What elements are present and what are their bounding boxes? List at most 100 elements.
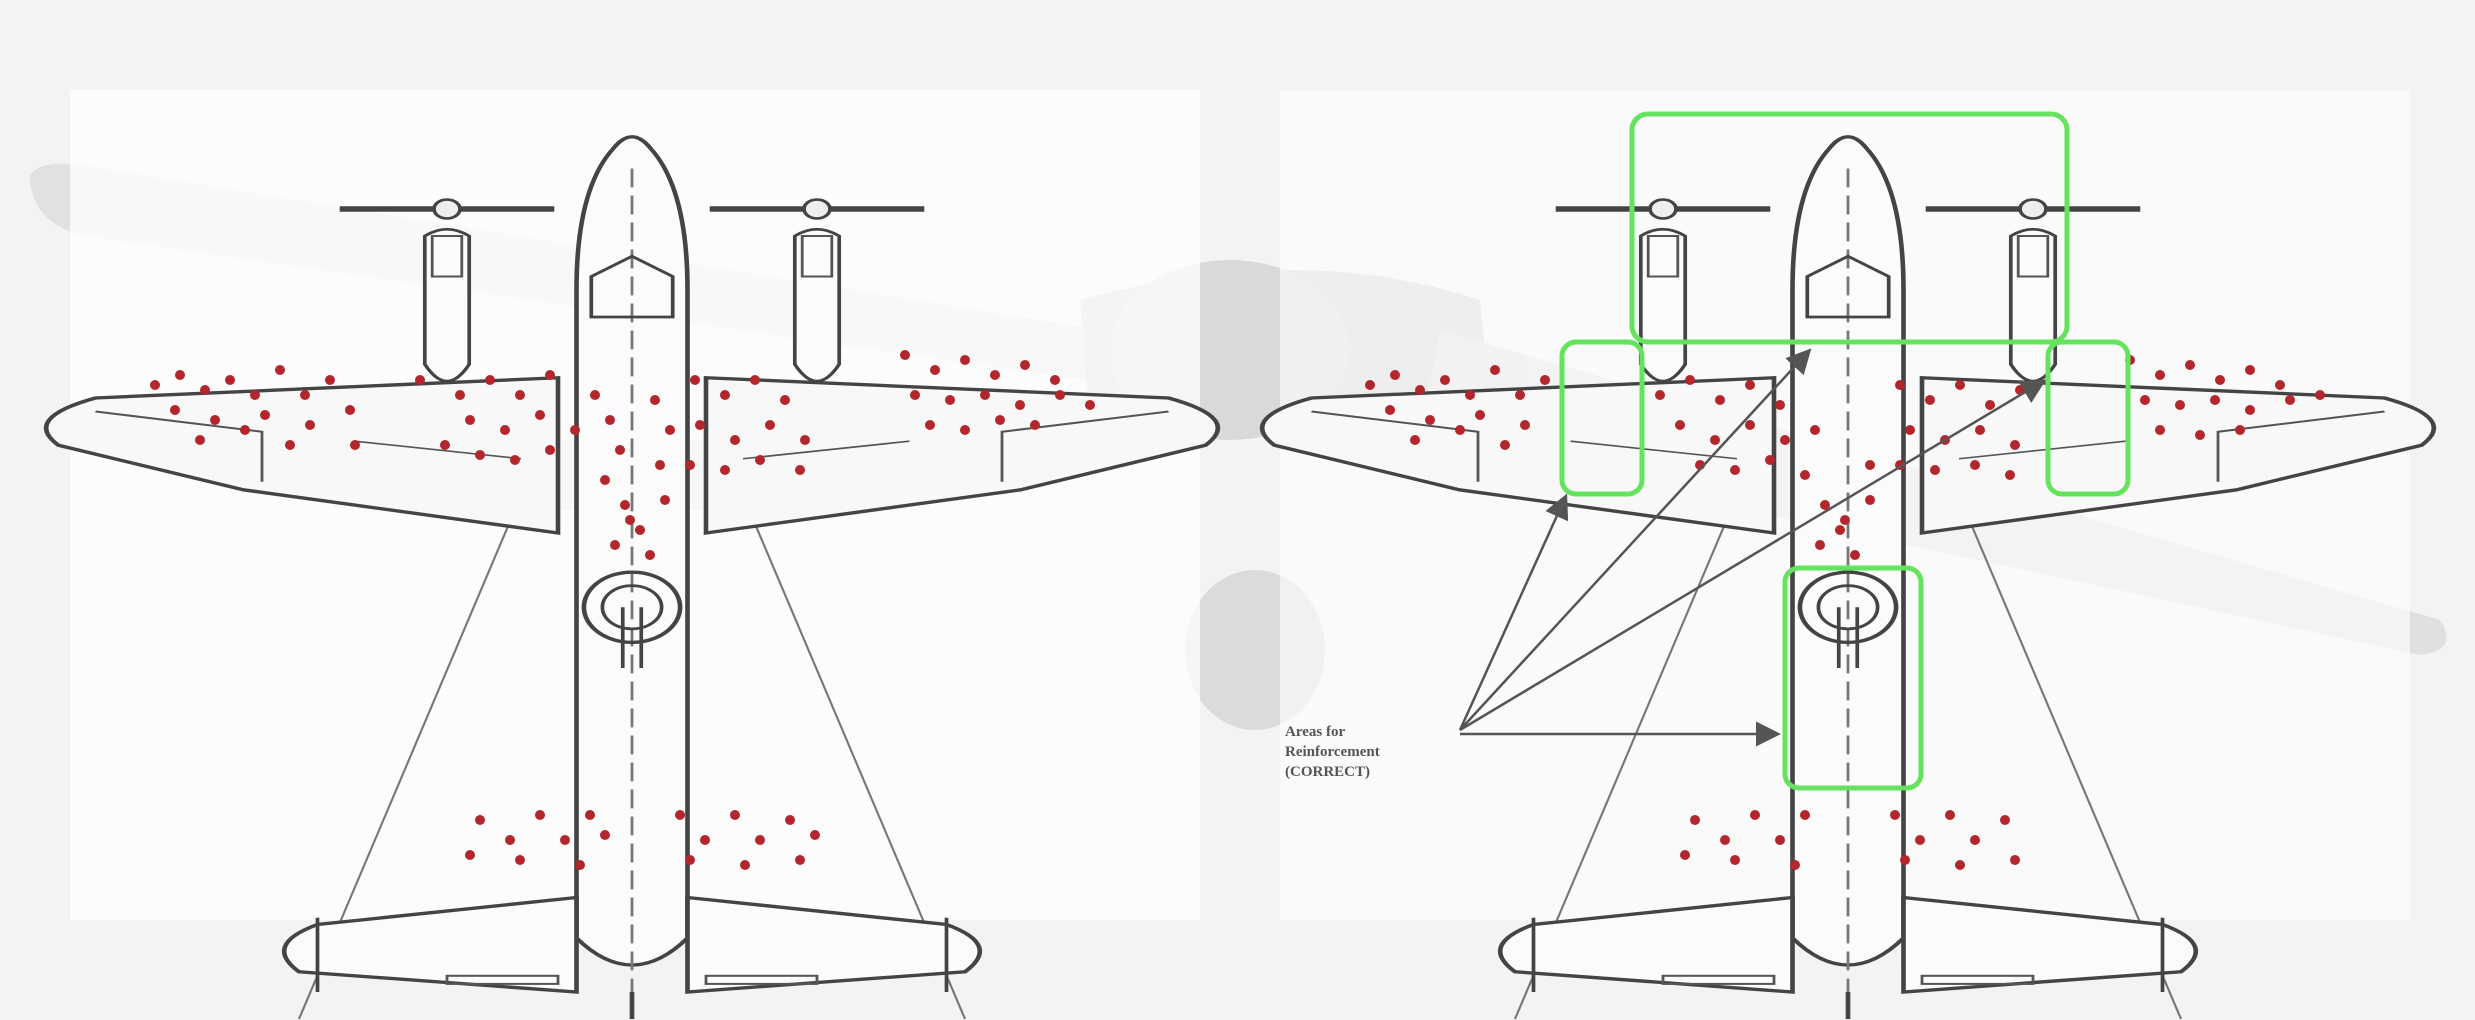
annotation-line-1: Areas for — [1285, 724, 1346, 740]
bullet-hole — [2215, 375, 2225, 385]
bullet-hole — [600, 475, 610, 485]
bullet-hole — [755, 835, 765, 845]
bullet-hole — [1680, 850, 1690, 860]
bullet-hole — [2010, 855, 2020, 865]
bullet-hole — [1030, 420, 1040, 430]
bullet-hole — [2210, 395, 2220, 405]
bullet-hole — [560, 835, 570, 845]
bullet-hole — [1500, 440, 1510, 450]
bullet-hole — [1415, 385, 1425, 395]
bullet-hole — [1820, 500, 1830, 510]
highlight-box-right-wing-root — [2045, 339, 2131, 497]
bullet-hole — [415, 375, 425, 385]
bullet-hole — [1690, 815, 1700, 825]
bullet-hole — [285, 440, 295, 450]
bullet-hole — [1775, 400, 1785, 410]
bullet-hole — [2140, 395, 2150, 405]
bullet-hole — [535, 410, 545, 420]
bullet-hole — [1425, 415, 1435, 425]
reinforcement-diagram — [1262, 111, 2434, 1019]
bullet-hole — [2010, 440, 2020, 450]
bullet-hole — [350, 440, 360, 450]
bullet-hole — [300, 390, 310, 400]
arrow-to-left-wing-root — [1458, 493, 1569, 731]
bullet-hole — [1815, 540, 1825, 550]
bullet-hole — [1055, 390, 1065, 400]
bullet-hole — [440, 440, 450, 450]
bullet-hole — [1385, 405, 1395, 415]
left-bullet-holes — [150, 350, 1095, 870]
bullet-hole — [1790, 860, 1800, 870]
bullet-hole — [1515, 390, 1525, 400]
bullet-hole — [175, 370, 185, 380]
bullet-hole — [1465, 390, 1475, 400]
bullet-hole — [1410, 435, 1420, 445]
bullet-hole — [765, 420, 775, 430]
bullet-hole — [730, 435, 740, 445]
bullet-hole — [510, 455, 520, 465]
bullet-hole — [700, 835, 710, 845]
bullet-hole — [305, 420, 315, 430]
bullet-hole — [635, 525, 645, 535]
bullet-hole — [2235, 425, 2245, 435]
bullet-hole — [1970, 460, 1980, 470]
bullet-hole — [1745, 420, 1755, 430]
bullet-hole — [925, 420, 935, 430]
bullet-hole — [485, 375, 495, 385]
bullet-hole — [730, 810, 740, 820]
bullet-hole — [960, 425, 970, 435]
bullet-hole — [575, 860, 585, 870]
bullet-hole — [1900, 855, 1910, 865]
bullet-hole — [260, 410, 270, 420]
bullet-hole — [1930, 465, 1940, 475]
bullet-hole — [1895, 380, 1905, 390]
bullet-hole — [665, 425, 675, 435]
bullet-hole — [1985, 400, 1995, 410]
arrow-to-cockpit — [1459, 348, 1812, 731]
bullet-hole — [150, 380, 160, 390]
bullet-hole — [1685, 375, 1695, 385]
bullet-hole — [1840, 515, 1850, 525]
bullet-hole — [1810, 425, 1820, 435]
bullet-hole — [1745, 380, 1755, 390]
bullet-hole — [1905, 425, 1915, 435]
bullet-hole — [990, 370, 1000, 380]
annotation-line-2: Reinforcement — [1285, 744, 1380, 760]
bullet-hole — [2245, 405, 2255, 415]
bullet-hole — [810, 830, 820, 840]
bullet-hole — [1750, 810, 1760, 820]
bullet-hole — [250, 390, 260, 400]
arrow-to-right-wing-root — [1459, 379, 2047, 732]
bullet-hole — [170, 405, 180, 415]
bullet-hole — [1955, 380, 1965, 390]
bullet-hole — [1915, 835, 1925, 845]
bullet-hole — [755, 455, 765, 465]
bullet-hole — [720, 390, 730, 400]
bullet-hole — [1890, 810, 1900, 820]
bullet-hole — [1730, 855, 1740, 865]
bullet-hole — [1710, 435, 1720, 445]
bullet-hole — [2175, 400, 2185, 410]
bullet-hole — [1440, 375, 1450, 385]
highlight-box-left-wing-root — [1559, 339, 1645, 497]
bullet-hole — [685, 855, 695, 865]
bullet-hole — [1865, 460, 1875, 470]
bullet-hole — [650, 395, 660, 405]
bullet-hole — [1455, 425, 1465, 435]
bullet-hole — [1720, 835, 1730, 845]
bullet-hole — [795, 855, 805, 865]
bullet-hole — [1800, 810, 1810, 820]
bullet-hole — [325, 375, 335, 385]
bullet-hole — [465, 415, 475, 425]
bullet-hole — [225, 375, 235, 385]
bullet-hole — [1775, 835, 1785, 845]
bullet-hole — [240, 425, 250, 435]
annotation-line-3: (CORRECT) — [1285, 764, 1370, 780]
bullet-hole — [1945, 810, 1955, 820]
bullet-hole — [645, 550, 655, 560]
bullet-hole — [930, 365, 940, 375]
bullet-hole — [720, 465, 730, 475]
bullet-hole — [545, 445, 555, 455]
bullet-hole — [655, 460, 665, 470]
